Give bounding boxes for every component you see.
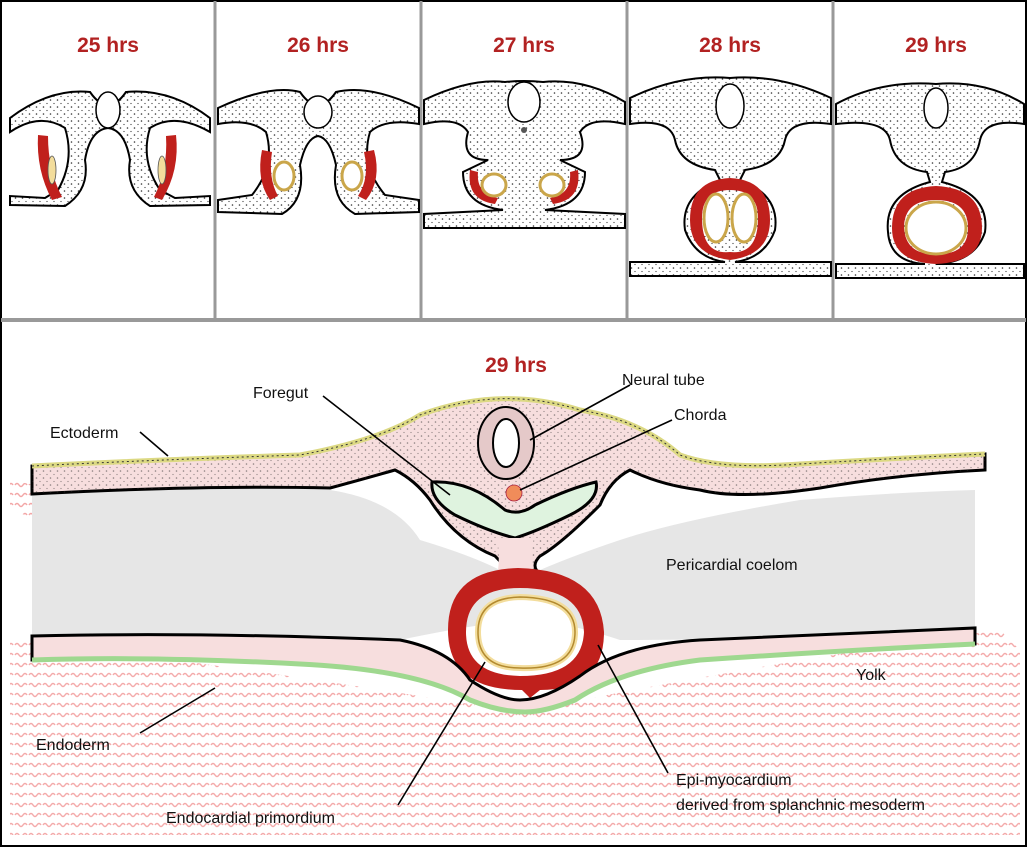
label-foregut: Foregut <box>253 385 309 402</box>
chorda <box>506 485 522 501</box>
leader-ectoderm <box>140 432 168 456</box>
stage-title: 28 hrs <box>699 34 761 57</box>
main-title: 29 hrs <box>485 354 547 377</box>
stage-panel-28hrs: 28 hrs <box>630 34 831 276</box>
label-chorda: Chorda <box>674 407 727 424</box>
stage-title: 26 hrs <box>287 34 349 57</box>
stage-title: 25 hrs <box>77 34 139 57</box>
stage-title: 29 hrs <box>905 34 967 57</box>
label-ectoderm: Ectoderm <box>50 425 118 442</box>
main-diagram: 29 hrs <box>10 354 1020 835</box>
stage-panel-25hrs: 25 hrs <box>10 34 210 206</box>
stage-panel-26hrs: 26 hrs <box>218 34 419 214</box>
label-epi-myocardium-1: Epi-myocardium <box>676 772 792 789</box>
label-yolk: Yolk <box>856 667 887 684</box>
label-neural-tube: Neural tube <box>622 372 705 389</box>
endocardial-primordium <box>478 597 575 668</box>
label-pericardial-coelom: Pericardial coelom <box>666 557 798 574</box>
label-epi-myocardium-2: derived from splanchnic mesoderm <box>676 797 925 814</box>
label-endocardial-primordium: Endocardial primordium <box>166 810 335 827</box>
label-endoderm: Endoderm <box>36 737 110 754</box>
stage-panel-29hrs: 29 hrs <box>836 34 1024 278</box>
stage-panel-27hrs: 27 hrs <box>424 34 625 228</box>
stage-title: 27 hrs <box>493 34 555 57</box>
